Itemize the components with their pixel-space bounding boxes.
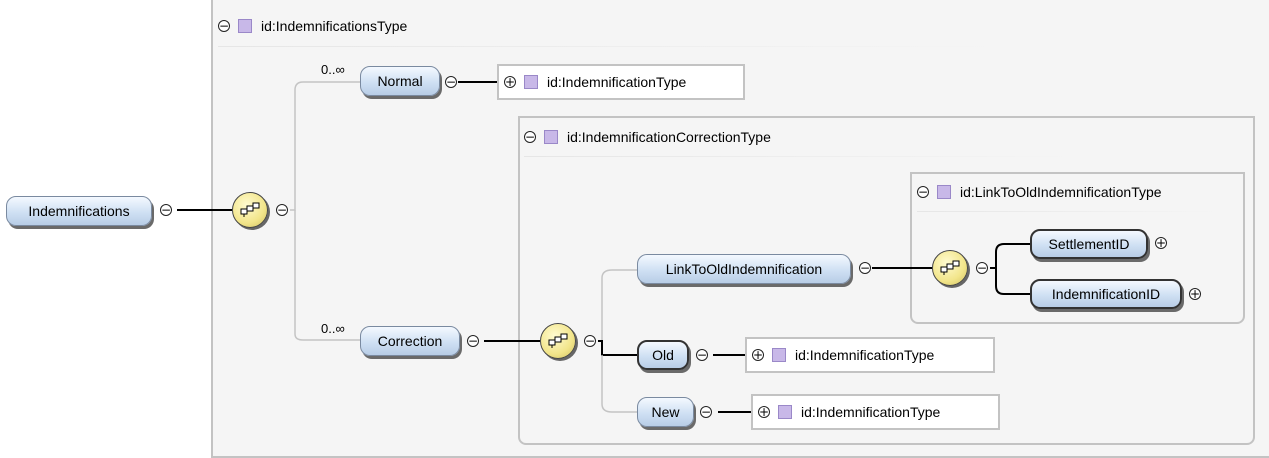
complex-type-icon: [544, 130, 558, 144]
element-label: LinkToOldIndemnification: [665, 261, 823, 277]
collapse-icon[interactable]: −: [584, 334, 596, 348]
new-type-box: + id:IndemnificationType: [751, 394, 1000, 430]
type-label: id:IndemnificationType: [795, 347, 935, 363]
element-indemnification-id[interactable]: IndemnificationID: [1030, 279, 1182, 309]
type-label: id:IndemnificationsType: [261, 18, 408, 34]
sequence-symbol: [940, 260, 960, 275]
normal-type-box: + id:IndemnificationType: [497, 64, 745, 100]
element-label: Old: [652, 347, 674, 363]
element-correction[interactable]: Correction: [360, 326, 460, 356]
collapse-icon[interactable]: −: [445, 75, 457, 89]
occurrence-label: 0..∞: [321, 321, 345, 336]
complex-type-icon: [238, 19, 252, 33]
collapse-icon[interactable]: −: [276, 203, 288, 217]
complex-type-icon: [778, 405, 792, 419]
collapse-icon[interactable]: −: [700, 405, 712, 419]
collapse-icon[interactable]: −: [859, 261, 871, 275]
expand-icon[interactable]: +: [504, 75, 516, 89]
occurrence-label: 0..∞: [321, 62, 345, 77]
expand-icon[interactable]: +: [1189, 287, 1201, 301]
type-label: id:IndemnificationType: [801, 404, 941, 420]
collapse-icon[interactable]: −: [917, 185, 929, 199]
header-divider: [917, 211, 1217, 212]
sequence-symbol: [240, 202, 260, 217]
sequence-compositor-icon[interactable]: [540, 323, 576, 359]
collapse-icon[interactable]: −: [524, 130, 536, 144]
collapse-icon[interactable]: −: [160, 203, 172, 217]
sequence-compositor-icon[interactable]: [232, 192, 268, 228]
type-label: id:IndemnificationCorrectionType: [567, 129, 771, 145]
complex-type-icon: [772, 348, 786, 362]
indemnification-correction-type-header: − id:IndemnificationCorrectionType: [524, 129, 771, 145]
complex-type-icon: [524, 75, 538, 89]
sequence-compositor-icon[interactable]: [932, 250, 968, 286]
expand-icon[interactable]: +: [758, 405, 770, 419]
indemnifications-type-header: − id:IndemnificationsType: [218, 18, 407, 34]
link-to-old-indemnification-type-header: − id:LinkToOldIndemnificationType: [917, 184, 1162, 200]
element-new[interactable]: New: [637, 397, 694, 427]
complex-type-icon: [937, 185, 951, 199]
type-label: id:IndemnificationType: [547, 74, 687, 90]
header-divider: [218, 46, 998, 47]
element-label: SettlementID: [1048, 236, 1130, 252]
element-label: Normal: [377, 73, 423, 89]
element-old[interactable]: Old: [637, 340, 689, 370]
element-label: IndemnificationID: [1051, 286, 1161, 302]
header-divider: [524, 156, 1074, 157]
element-normal[interactable]: Normal: [360, 66, 440, 96]
sequence-symbol: [548, 333, 568, 348]
collapse-icon[interactable]: −: [696, 348, 708, 362]
type-label: id:LinkToOldIndemnificationType: [960, 184, 1162, 200]
element-label: Indemnifications: [28, 203, 130, 219]
element-settlement-id[interactable]: SettlementID: [1030, 229, 1148, 259]
collapse-icon[interactable]: −: [976, 261, 988, 275]
element-link-to-old-indemnification[interactable]: LinkToOldIndemnification: [637, 254, 851, 284]
collapse-icon[interactable]: −: [467, 334, 479, 348]
element-label: Correction: [377, 333, 443, 349]
old-type-box: + id:IndemnificationType: [745, 337, 995, 373]
element-label: New: [651, 404, 680, 420]
expand-icon[interactable]: +: [752, 348, 764, 362]
expand-icon[interactable]: +: [1155, 236, 1167, 250]
collapse-icon[interactable]: −: [218, 19, 230, 33]
element-indemnifications[interactable]: Indemnifications: [6, 196, 152, 226]
